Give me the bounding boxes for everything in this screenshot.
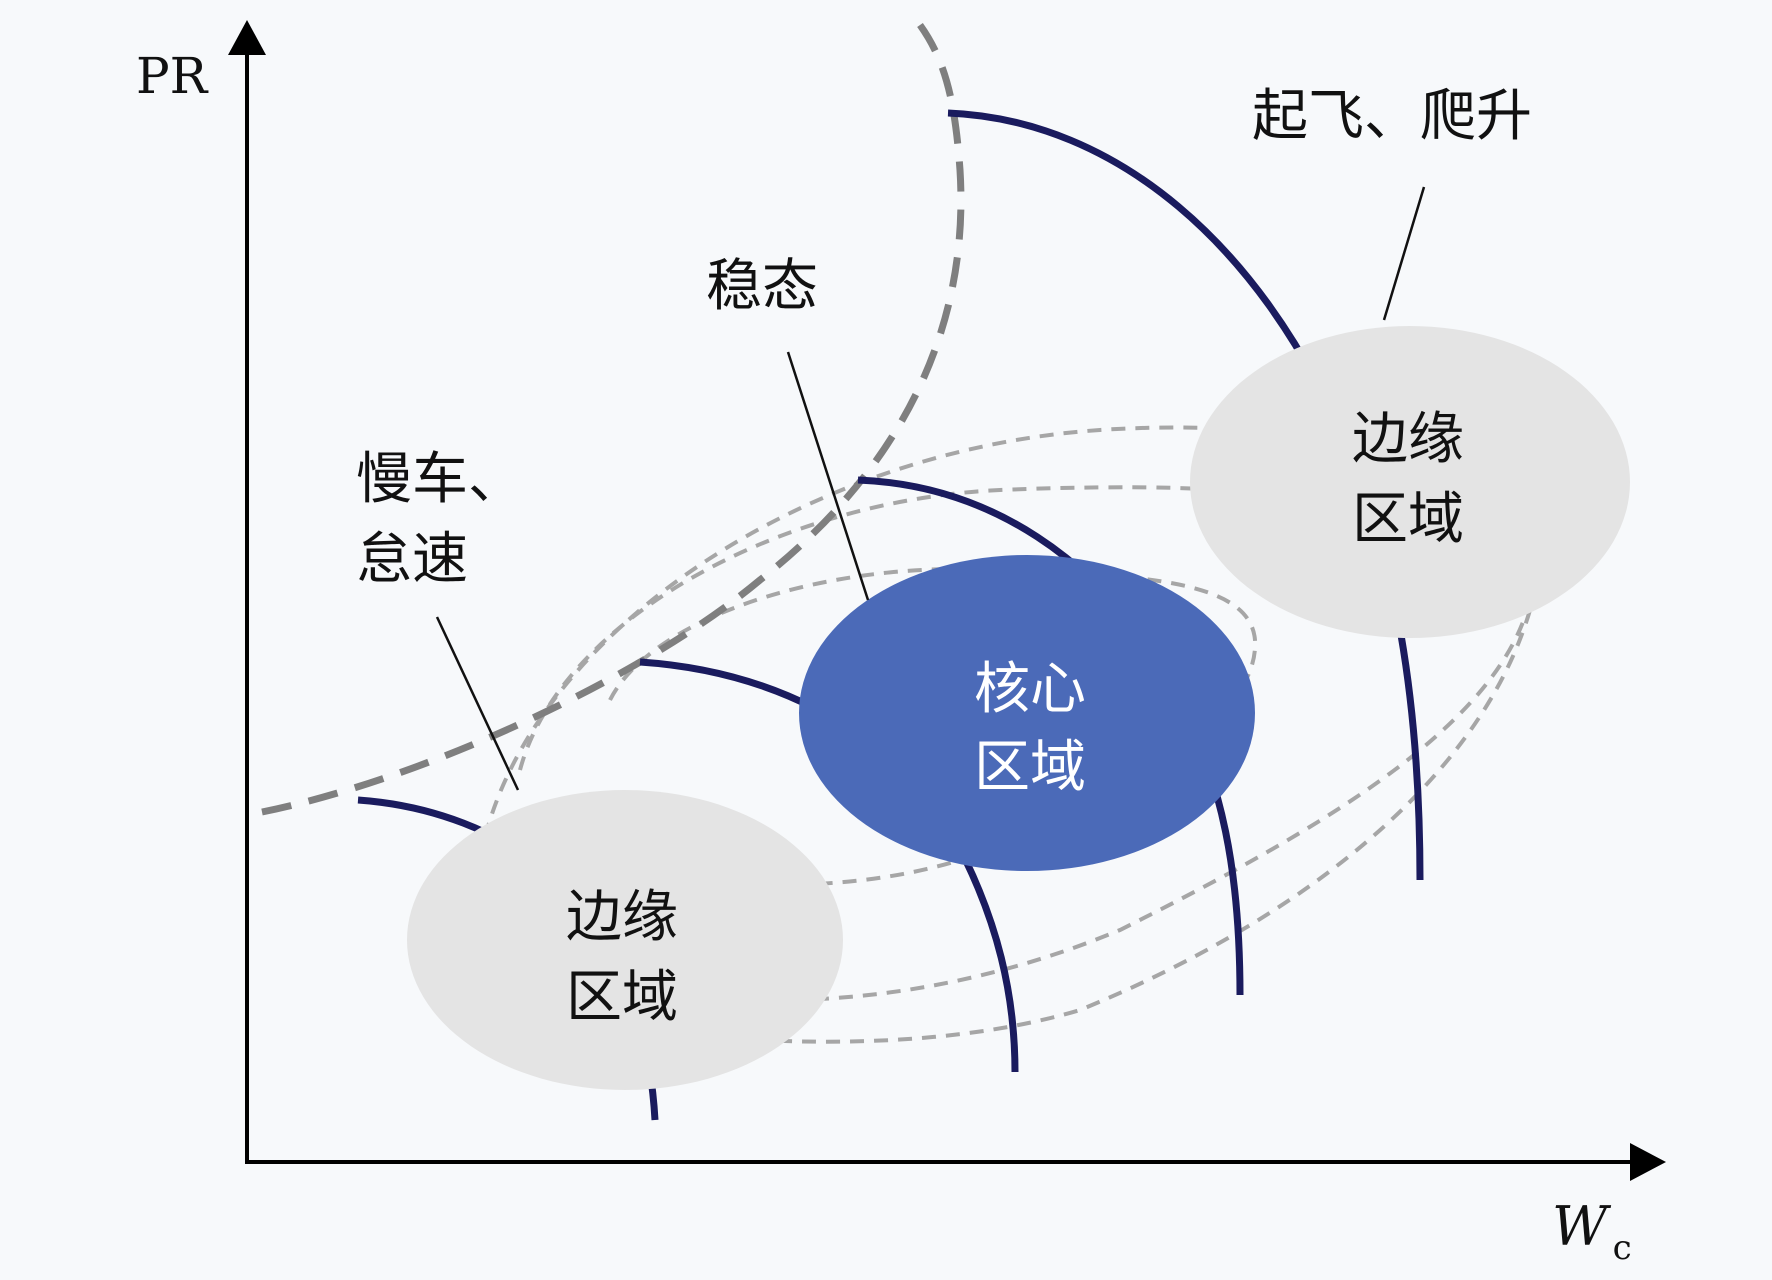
efficiency-contour-outer-lower xyxy=(759,609,1532,1044)
leader-line-idle xyxy=(435,616,520,791)
core-region xyxy=(799,555,1255,871)
leader-lines xyxy=(435,186,1426,791)
y-axis-arrowhead xyxy=(228,20,266,55)
leader-line-steady xyxy=(786,351,870,601)
leader-line-takeoff xyxy=(1382,186,1426,321)
edge-region-high xyxy=(1190,326,1630,638)
edge-region-low-label-line1: 边缘 xyxy=(566,885,678,950)
efficiency-contour-inner xyxy=(608,566,1258,887)
edge-region-low-label-line2: 区域 xyxy=(566,965,678,1030)
takeoff-annotation: 起飞、爬升 xyxy=(1252,84,1532,149)
edge-region-high-label-line1: 边缘 xyxy=(1352,407,1464,472)
edge-region-low xyxy=(407,790,843,1090)
idle-annotation-line2: 怠速 xyxy=(356,527,468,592)
x-axis-label-main: W xyxy=(1552,1195,1612,1258)
y-axis-label: PR xyxy=(136,47,209,105)
core-region-label-line1: 核心 xyxy=(974,657,1086,722)
x-axis-arrowhead xyxy=(1630,1143,1666,1181)
steady-annotation: 稳态 xyxy=(706,254,818,319)
surge-line xyxy=(261,22,965,816)
x-axis-label-subscript: c xyxy=(1613,1228,1632,1268)
axes xyxy=(228,20,1666,1181)
idle-annotation-line1: 慢车、 xyxy=(356,447,524,512)
core-region-label-line2: 区域 xyxy=(974,735,1086,800)
x-axis-label: W c xyxy=(1552,1195,1632,1268)
efficiency-contour-middle-lower xyxy=(779,599,1532,1002)
edge-region-high-label-line2: 区域 xyxy=(1352,487,1464,552)
